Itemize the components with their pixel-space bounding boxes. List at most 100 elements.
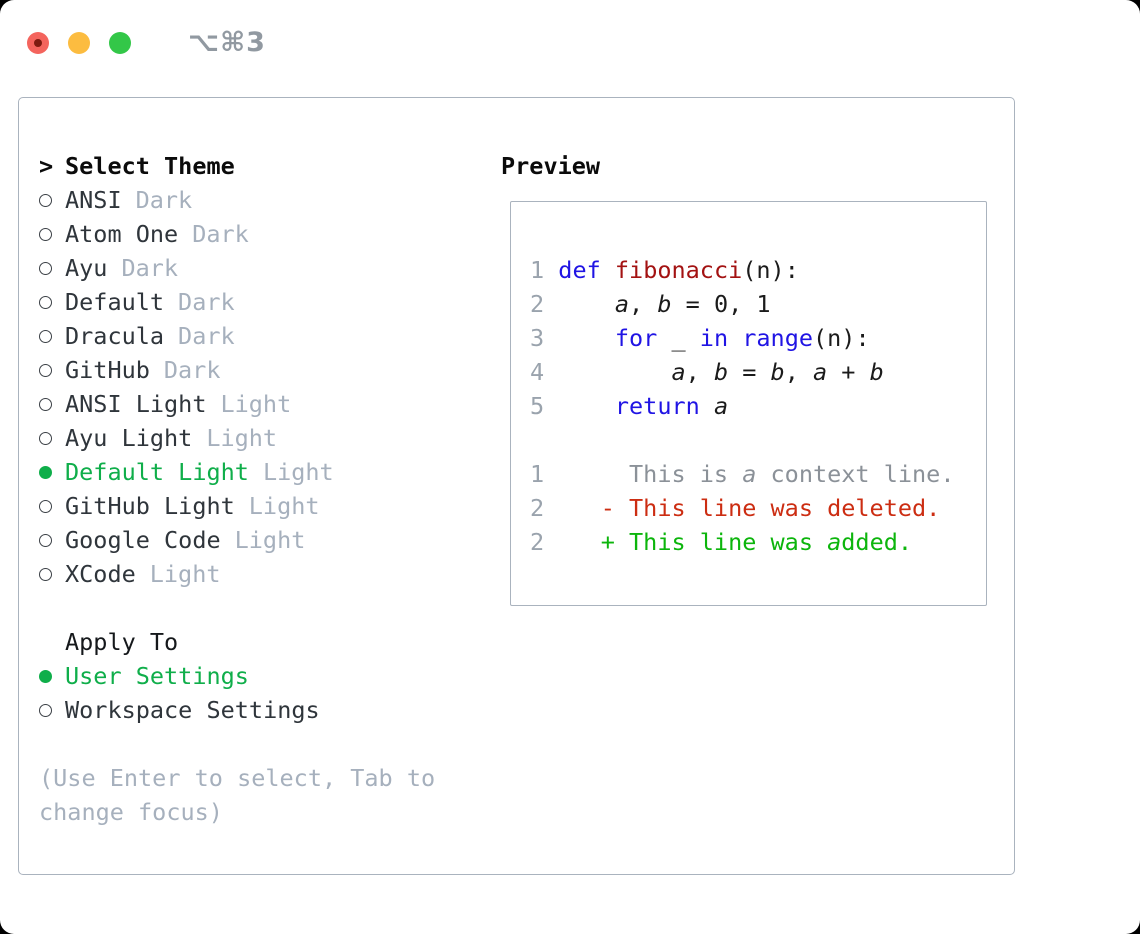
option-variant-label: Light: [262, 458, 334, 486]
code-token: ,: [629, 290, 658, 318]
radio-cell: [39, 465, 65, 479]
help-line-1: (Use Enter to select, Tab to: [39, 764, 436, 792]
code-token: range: [742, 324, 813, 352]
code-token: a: [614, 290, 630, 318]
radio-cell: [39, 567, 65, 581]
radio-unselected-icon: [39, 261, 52, 275]
line-number: 2: [530, 528, 559, 556]
option-variant-label: Light: [149, 560, 221, 588]
radio-cell: [39, 397, 65, 411]
option-variant-label: Dark: [163, 356, 221, 384]
option-label: Workspace Settings: [65, 696, 320, 724]
radio-unselected-icon: [39, 567, 52, 581]
option-label: GitHub: [65, 356, 150, 384]
code-token: b: [770, 358, 785, 386]
code-token: +: [827, 358, 870, 386]
code-token: [728, 324, 742, 352]
option-variant-label: Dark: [178, 322, 235, 350]
radio-cell: [39, 295, 65, 309]
radio-selected-icon: [39, 669, 52, 683]
theme-option[interactable]: ANSI Dark: [39, 183, 334, 217]
option-label: User Settings: [65, 662, 249, 690]
code-token: b: [657, 290, 672, 318]
option-label: ANSI: [65, 186, 122, 214]
preview-line: 3 for _ in range(n):: [530, 321, 954, 355]
code-token: context line.: [756, 460, 955, 488]
radio-unselected-icon: [39, 295, 52, 309]
radio-cell: [39, 431, 65, 445]
option-label: XCode: [65, 560, 136, 588]
theme-list-title: Select Theme: [65, 152, 235, 180]
apply-to-option[interactable]: User Settings: [39, 659, 320, 693]
option-variant-label: Light: [248, 492, 320, 520]
option-variant-label: Dark: [121, 254, 179, 282]
code-token: [558, 324, 615, 352]
line-number: 5: [530, 392, 559, 420]
code-token: a: [671, 358, 686, 386]
code-token: b: [713, 358, 729, 386]
close-button-icon[interactable]: [27, 31, 49, 54]
code-token: ,: [784, 358, 813, 386]
radio-unselected-icon: [39, 703, 52, 717]
code-token: [558, 358, 671, 386]
radio-unselected-icon: [39, 193, 52, 207]
line-number: 1: [530, 256, 559, 284]
theme-option[interactable]: GitHub Light Light: [39, 489, 334, 523]
code-token: = 0, 1: [671, 290, 771, 318]
code-token: _: [657, 324, 700, 352]
option-label: Ayu: [65, 254, 108, 282]
focus-caret-icon: >: [39, 152, 54, 180]
preview-line: 1 This is a context line.: [530, 457, 954, 491]
minimize-button-icon[interactable]: [68, 31, 90, 54]
code-token: b: [869, 358, 884, 386]
option-label: Default Light: [65, 458, 249, 486]
code-token: fibonacci: [614, 256, 743, 284]
code-token: def: [558, 256, 601, 284]
code-token: + This line was: [558, 528, 828, 556]
window-title: ⌥⌘3: [188, 27, 266, 58]
option-label: Google Code: [65, 526, 221, 554]
code-token: (n):: [813, 324, 870, 352]
option-variant-label: Dark: [135, 186, 193, 214]
radio-cell: [39, 703, 65, 717]
theme-option[interactable]: GitHub Dark: [39, 353, 334, 387]
preview-line: 2 a, b = 0, 1: [530, 287, 954, 321]
theme-option[interactable]: Ayu Dark: [39, 251, 334, 285]
code-token: =: [728, 358, 771, 386]
zoom-button-icon[interactable]: [109, 31, 131, 54]
radio-unselected-icon: [39, 363, 52, 377]
radio-unselected-icon: [39, 431, 52, 445]
apply-to-option[interactable]: Workspace Settings: [39, 693, 320, 727]
radio-unselected-icon: [39, 227, 52, 241]
preview-title: Preview: [501, 152, 601, 180]
theme-option[interactable]: Default Light Light: [39, 455, 334, 489]
code-token: a: [827, 528, 842, 556]
option-label: GitHub Light: [65, 492, 235, 520]
apply-to-header: Apply To: [39, 625, 320, 659]
radio-cell: [39, 193, 65, 207]
line-number: 1: [530, 460, 559, 488]
code-token: dded.: [841, 528, 913, 556]
code-token: This is: [558, 460, 743, 488]
theme-list-header: > Select Theme: [39, 149, 334, 183]
option-variant-label: Dark: [192, 220, 249, 248]
line-number: 3: [530, 324, 559, 352]
code-token: - This line was deleted.: [558, 494, 941, 522]
radio-cell: [39, 261, 65, 275]
code-token: [601, 256, 615, 284]
theme-option[interactable]: XCode Light: [39, 557, 334, 591]
code-token: in: [699, 324, 729, 352]
radio-cell: [39, 329, 65, 343]
apply-to-title: Apply To: [65, 628, 179, 656]
preview-line: 1 def fibonacci(n):: [530, 253, 954, 287]
